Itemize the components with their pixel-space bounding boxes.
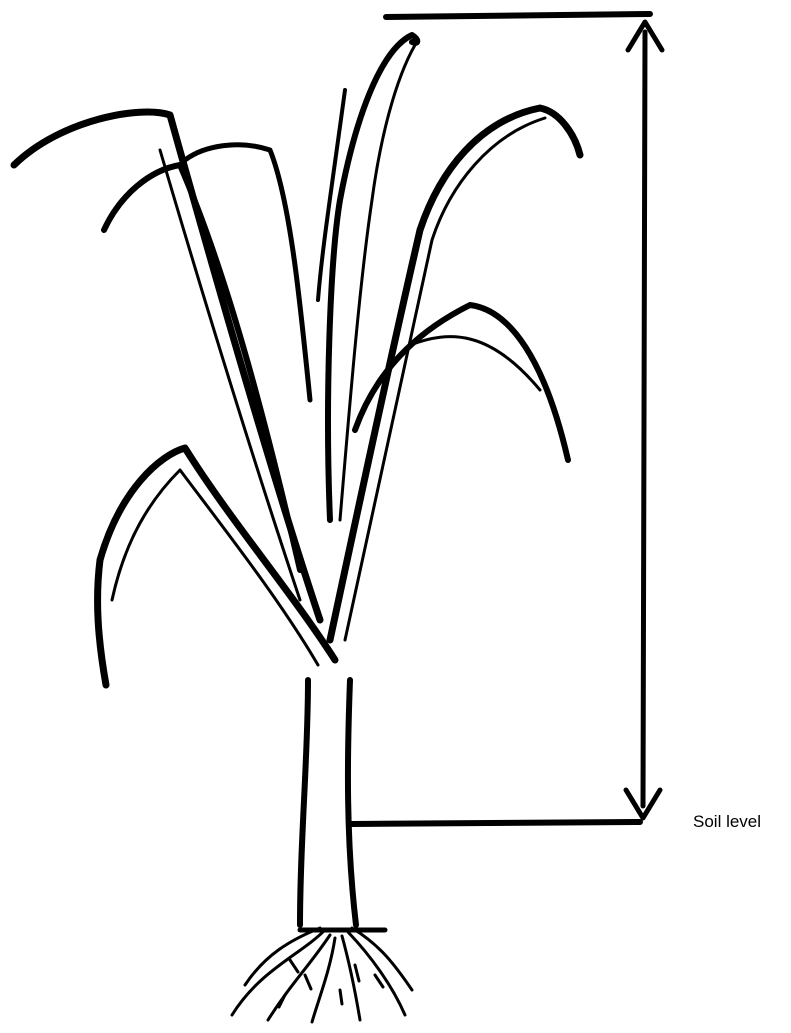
top-reference-line [386,14,650,17]
height-arrow-shaft [643,32,645,806]
leaf-center [318,35,417,520]
soil-level-label: Soil level [693,812,761,832]
leaf-left-tall [14,112,320,620]
roots [232,928,412,1022]
plant-drawing [14,35,580,1022]
stem [300,680,356,925]
soil-reference-line [352,822,640,824]
